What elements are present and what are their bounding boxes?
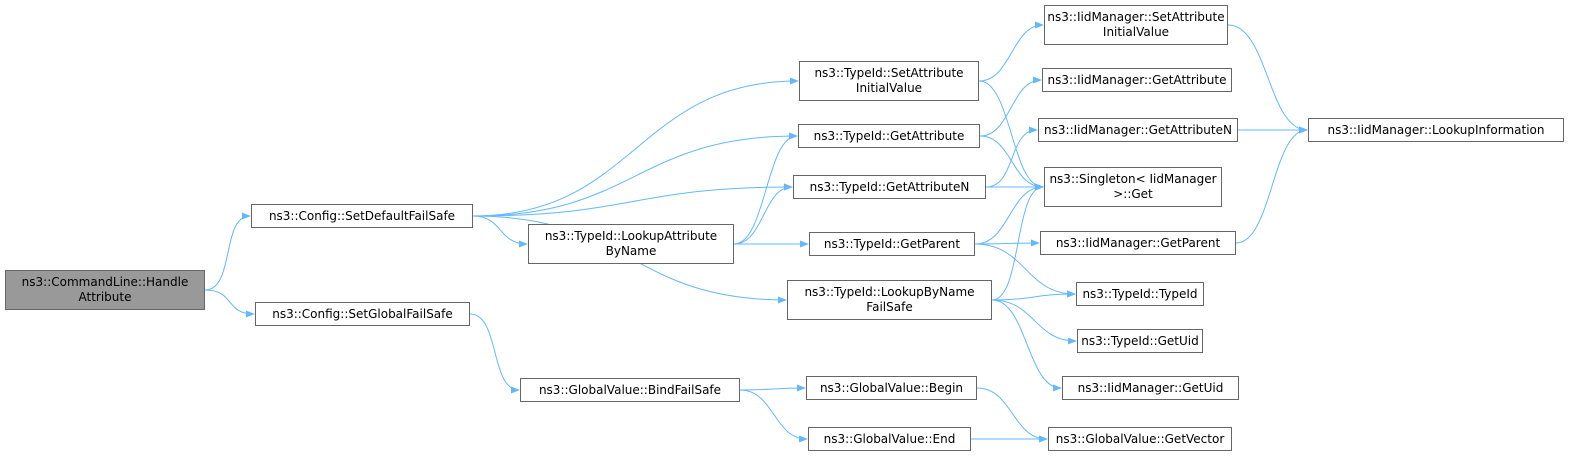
node-label-line: ns3::IidManager::LookupInformation	[1327, 122, 1545, 137]
edge-tid-getattr-to-im-getattr	[979, 76, 1042, 137]
graph-node-tid-typeid[interactable]: ns3::TypeId::TypeId	[1076, 282, 1204, 306]
node-label-line: ns3::IidManager::GetAttributeN	[1044, 122, 1232, 137]
edge-tid-getparent-to-tid-typeid	[974, 243, 1076, 298]
node-label-line: ns3::Config::SetDefaultFailSafe	[268, 208, 456, 223]
node-label-line: ByName	[605, 244, 657, 258]
edge-tid-setattr-to-im-setattr	[978, 21, 1044, 82]
node-label-line: ns3::TypeId::GetParent	[823, 236, 961, 251]
edge-setdefault-to-tid-getattr	[472, 132, 798, 217]
node-label-line: ns3::Singleton< IidManager	[1049, 172, 1217, 186]
graph-node-gv-end[interactable]: ns3::GlobalValue::End	[808, 427, 971, 451]
node-label-line: >::Get	[1113, 187, 1153, 201]
graph-node-setglobal[interactable]: ns3::Config::SetGlobalFailSafe	[255, 302, 470, 326]
edge-tid-lookupname-to-tid-getuid	[991, 299, 1077, 345]
graph-node-im-getattr[interactable]: ns3::IidManager::GetAttribute	[1042, 68, 1232, 92]
edge-tid-lookupname-to-tid-typeid	[991, 290, 1076, 301]
node-label-line: ns3::IidManager::GetAttribute	[1047, 72, 1227, 87]
graph-node-tid-getattrn[interactable]: ns3::TypeId::GetAttributeN	[793, 175, 986, 199]
edge-gv-bind-to-gv-begin	[739, 384, 806, 392]
graph-node-im-getuid[interactable]: ns3::IidManager::GetUid	[1062, 376, 1239, 400]
node-label-line: ns3::Config::SetGlobalFailSafe	[272, 306, 453, 321]
node-label-line: ns3::TypeId::LookupByName	[804, 285, 975, 299]
graph-node-im-getparent[interactable]: ns3::IidManager::GetParent	[1040, 231, 1236, 255]
edge-gv-bind-to-gv-end	[739, 389, 808, 443]
node-label-line: FailSafe	[866, 300, 913, 314]
edge-setdefault-to-tid-lookupattr	[472, 215, 528, 248]
node-label-line: ns3::GlobalValue::End	[823, 431, 956, 446]
edge-gv-begin-to-gv-getvector	[976, 387, 1048, 443]
node-label-line: ns3::TypeId::GetUid	[1081, 333, 1199, 348]
graph-node-setdefault[interactable]: ns3::Config::SetDefaultFailSafe	[251, 204, 473, 228]
graph-node-singleton-get[interactable]: ns3::Singleton< IidManager>::Get	[1044, 167, 1222, 207]
node-label-line: ns3::IidManager::GetParent	[1055, 235, 1221, 250]
edge-tid-getattr-to-singleton-get	[979, 135, 1044, 191]
graph-node-im-lookupinfo[interactable]: ns3::IidManager::LookupInformation	[1308, 118, 1564, 142]
node-label-line: ns3::TypeId::LookupAttribute	[544, 229, 718, 243]
graph-node-gv-bind[interactable]: ns3::GlobalValue::BindFailSafe	[520, 378, 740, 402]
edge-tid-getparent-to-im-getparent	[974, 239, 1040, 247]
node-label-line: ns3::TypeId::SetAttribute	[814, 66, 964, 80]
edge-im-setattr-to-im-lookupinfo	[1227, 24, 1308, 134]
edge-setglobal-to-gv-bind	[469, 313, 520, 394]
edge-tid-lookupattr-to-tid-getattrn	[733, 183, 793, 245]
edge-tid-getparent-to-singleton-get	[974, 183, 1044, 245]
edge-tid-lookupname-to-im-getuid	[991, 299, 1062, 392]
node-label-line: ns3::GlobalValue::GetVector	[1055, 431, 1225, 446]
node-label-line: ns3::IidManager::GetUid	[1077, 380, 1224, 395]
graph-node-tid-getattr[interactable]: ns3::TypeId::GetAttribute	[798, 124, 980, 148]
edge-cl-handle-to-setdefault	[204, 212, 251, 291]
graph-node-gv-getvector[interactable]: ns3::GlobalValue::GetVector	[1048, 427, 1232, 451]
graph-node-tid-getuid[interactable]: ns3::TypeId::GetUid	[1077, 329, 1203, 353]
edge-setdefault-to-tid-setattr	[472, 77, 799, 217]
graph-node-gv-begin[interactable]: ns3::GlobalValue::Begin	[806, 376, 977, 400]
edge-im-getparent-to-im-lookupinfo	[1235, 126, 1308, 244]
edge-tid-getattrn-to-im-getattrn	[985, 126, 1038, 188]
node-label-line: ns3::TypeId::GetAttribute	[813, 128, 965, 143]
edge-tid-lookupattr-to-tid-getattr	[733, 132, 798, 245]
node-label-line: ns3::GlobalValue::Begin	[819, 380, 964, 395]
node-label-line: ns3::IidManager::SetAttribute	[1047, 10, 1225, 24]
edge-tid-setattr-to-singleton-get	[978, 80, 1044, 191]
edge-setdefault-to-tid-getattrn	[472, 183, 793, 217]
graph-node-im-getattrn[interactable]: ns3::IidManager::GetAttributeN	[1038, 118, 1238, 142]
graph-node-tid-getparent[interactable]: ns3::TypeId::GetParent	[809, 232, 975, 256]
node-label-line: InitialValue	[855, 81, 923, 95]
node-label-line: ns3::TypeId::TypeId	[1082, 286, 1198, 301]
node-label-line: ns3::GlobalValue::BindFailSafe	[538, 382, 722, 397]
node-label-line: Attribute	[78, 290, 132, 304]
edge-cl-handle-to-setglobal	[204, 289, 255, 318]
node-label-line: InitialValue	[1102, 25, 1170, 39]
edge-tid-lookupname-to-singleton-get	[991, 183, 1044, 301]
node-label-line: ns3::TypeId::GetAttributeN	[809, 179, 970, 194]
node-label-line: ns3::CommandLine::Handle	[21, 275, 189, 289]
